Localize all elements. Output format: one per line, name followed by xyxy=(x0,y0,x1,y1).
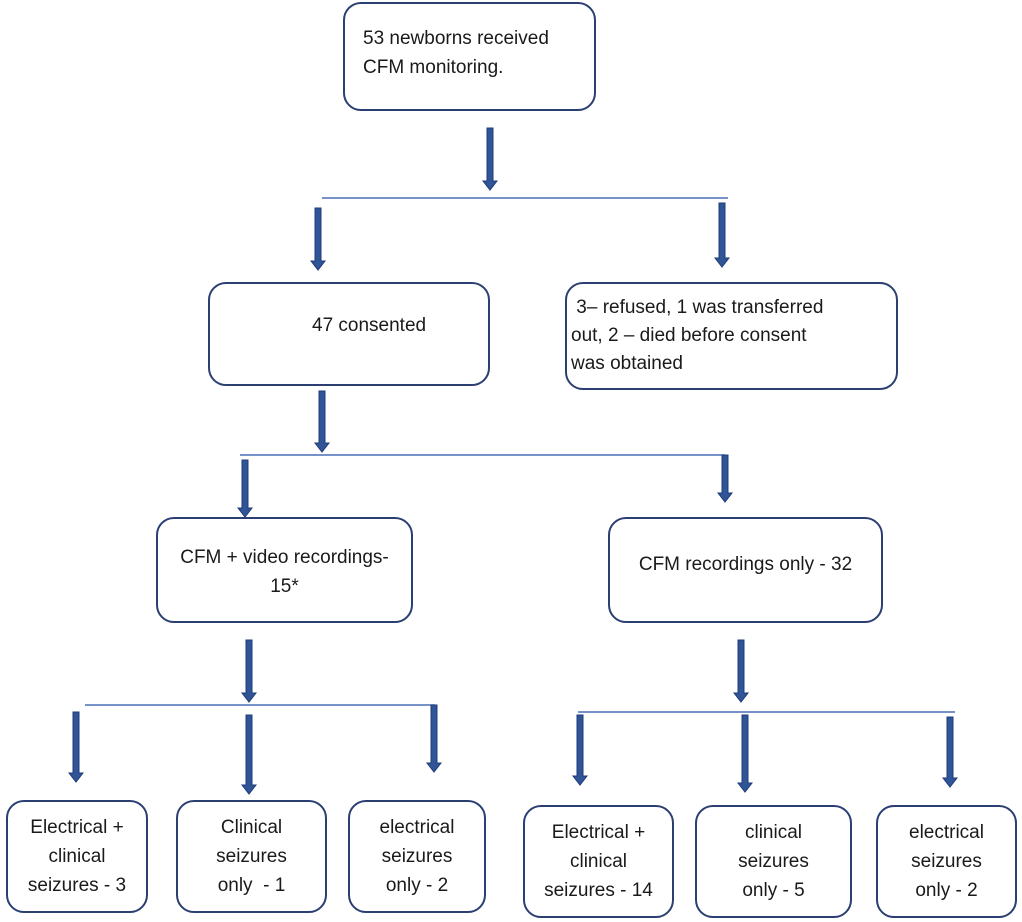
node-text: 3– refused, 1 was transferred xyxy=(571,297,824,318)
node-text: Clinical xyxy=(220,817,283,838)
node-root: 53 newborns received CFM monitoring. xyxy=(343,2,596,111)
node-text: only - 1 xyxy=(217,875,286,896)
down-arrow-icon xyxy=(571,714,589,786)
node-excluded: 3– refused, 1 was transferred out, 2 – d… xyxy=(565,282,898,390)
node-text: 47 consented xyxy=(312,315,427,336)
node-cfm-only: CFM recordings only - 32 xyxy=(608,517,883,623)
node-text: only - 2 xyxy=(385,875,449,896)
node-text: only - 2 xyxy=(915,880,978,901)
down-arrow-icon xyxy=(425,704,443,773)
node-cfm-children-0: Electrical + clinical seizures - 14 xyxy=(523,805,674,918)
node-text: seizures xyxy=(911,851,982,872)
down-arrow-icon xyxy=(67,711,85,783)
node-video-children-1: Clinical seizures only - 1 xyxy=(176,800,327,913)
down-arrow-icon xyxy=(716,454,734,503)
node-text: 53 newborns received xyxy=(363,28,549,49)
down-arrow-icon xyxy=(713,202,731,268)
node-cfm-children-1: clinical seizures only - 5 xyxy=(695,805,852,918)
node-text: Electrical + xyxy=(551,822,646,843)
down-arrow-icon xyxy=(732,639,750,703)
node-text: CFM + video recordings- xyxy=(180,547,389,568)
down-arrow-icon xyxy=(481,127,499,191)
node-text: only - 5 xyxy=(742,880,805,901)
node-text: CFM recordings only - 32 xyxy=(638,554,853,575)
down-arrow-icon xyxy=(240,714,258,795)
node-cfm-children-2: electrical seizures only - 2 xyxy=(876,805,1017,918)
down-arrow-icon xyxy=(941,716,959,788)
node-consented: 47 consented xyxy=(208,282,490,386)
down-arrow-icon xyxy=(313,390,331,453)
node-text: seizures - 3 xyxy=(27,875,127,896)
node-text: out, 2 – died before consent xyxy=(571,325,807,346)
down-arrow-icon xyxy=(736,714,754,793)
node-text: 15* xyxy=(270,576,299,597)
node-text: seizures xyxy=(381,846,453,867)
node-video: CFM + video recordings- 15* xyxy=(156,517,413,623)
node-text: seizures xyxy=(216,846,287,867)
node-text: seizures - 14 xyxy=(544,880,653,901)
down-arrow-icon xyxy=(309,207,327,271)
down-arrow-icon xyxy=(240,639,258,703)
node-text: Electrical + xyxy=(30,817,124,838)
node-video-children-0: Electrical + clinical seizures - 3 xyxy=(6,800,148,913)
node-video-children-2: electrical seizures only - 2 xyxy=(348,800,486,913)
node-text: was obtained xyxy=(571,353,683,374)
node-text: clinical xyxy=(48,846,106,867)
node-text: CFM monitoring. xyxy=(363,57,504,78)
node-text: electrical xyxy=(909,822,984,843)
node-text: clinical xyxy=(569,851,628,872)
node-text: seizures xyxy=(738,851,809,872)
down-arrow-icon xyxy=(236,459,254,518)
node-text: electrical xyxy=(379,817,455,838)
node-text: clinical xyxy=(744,822,803,843)
